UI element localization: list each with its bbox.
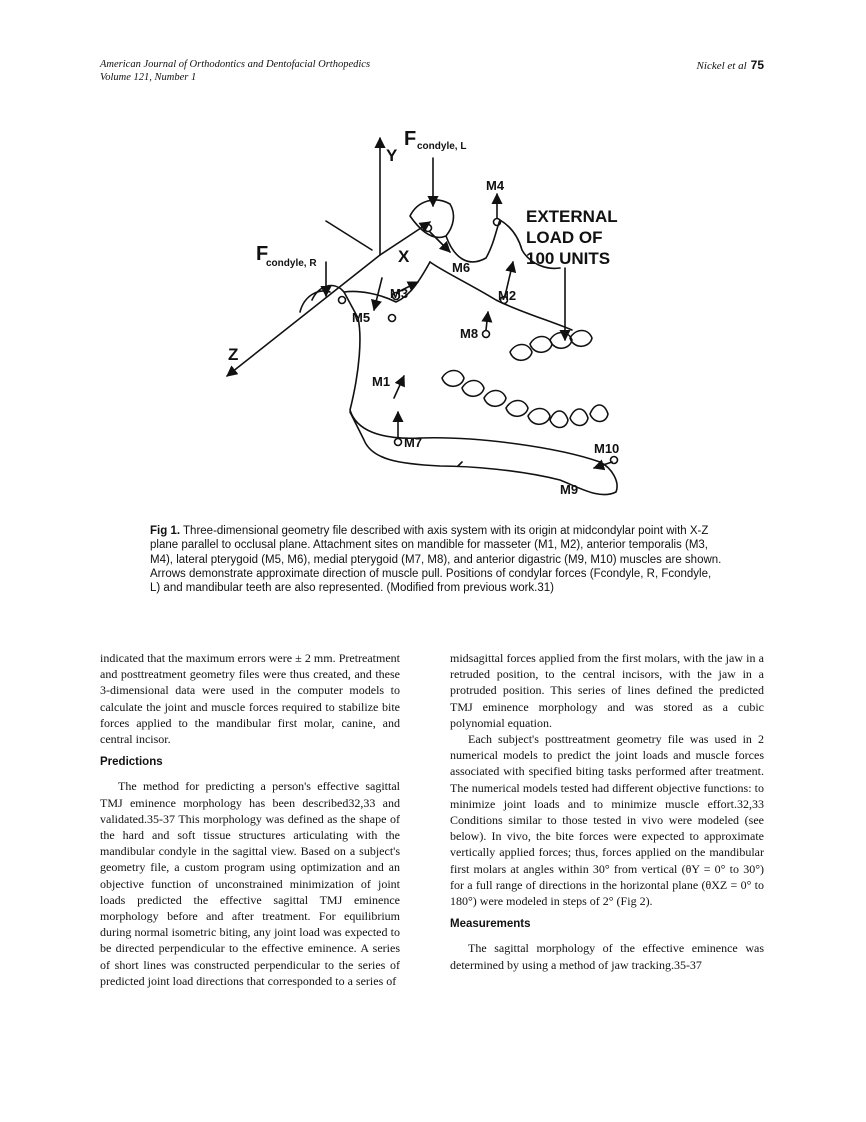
figure-caption: Fig 1. Three-dimensional geometry file d…	[150, 524, 722, 595]
paragraph: midsagittal forces applied from the firs…	[450, 651, 764, 730]
mandible-diagram: Y X Z F condyle, L F condyle, R EXTERNAL…	[226, 128, 619, 497]
left-column: indicated that the maximum errors were ±…	[100, 650, 400, 989]
label-m1: M1	[372, 374, 390, 389]
paragraph: The sagittal morphology of the effective…	[450, 941, 764, 972]
page-number: 75	[750, 58, 764, 72]
mandible-outline	[311, 284, 618, 496]
mandible-figure: Y X Z F condyle, L F condyle, R EXTERNAL…	[210, 118, 680, 510]
right-column: midsagittal forces applied from the firs…	[450, 650, 764, 973]
paragraph: The method for predicting a person's eff…	[100, 779, 400, 988]
z-axis-label: Z	[228, 345, 238, 364]
running-header: American Journal of Orthodontics and Den…	[100, 58, 370, 84]
authors: Nickel et al	[696, 60, 747, 72]
z-axis	[226, 254, 381, 377]
label-m3: M3	[390, 286, 408, 301]
label-m9: M9	[560, 482, 578, 497]
external-load-line-1: EXTERNAL	[526, 207, 618, 226]
condyle-right-subscript: condyle, R	[266, 258, 317, 269]
paragraph: indicated that the maximum errors were ±…	[100, 651, 400, 747]
label-m7: M7	[404, 435, 422, 450]
section-heading-measurements: Measurements	[450, 918, 531, 931]
volume-number: Volume 121, Number 1	[100, 72, 197, 83]
label-m8: M8	[460, 326, 478, 341]
section-heading-predictions: Predictions	[100, 756, 163, 769]
label-m10: M10	[594, 441, 619, 456]
caption-text: Three-dimensional geometry file describe…	[150, 525, 722, 595]
label-m4: M4	[486, 178, 505, 193]
label-m6: M6	[452, 260, 470, 275]
external-load-line-2: LOAD OF	[526, 228, 603, 247]
y-axis-label: Y	[386, 146, 398, 165]
force-symbol-right: F	[256, 243, 268, 265]
external-load-line-3: 100 UNITS	[526, 249, 610, 268]
label-m2: M2	[498, 288, 516, 303]
figure-number: Fig 1.	[150, 525, 181, 537]
mandibular-teeth	[441, 329, 609, 429]
label-m5: M5	[352, 310, 370, 325]
force-symbol-left: F	[404, 128, 416, 150]
condyle-left-subscript: condyle, L	[417, 141, 466, 152]
x-axis	[379, 221, 431, 256]
journal-name: American Journal of Orthodontics and Den…	[100, 59, 371, 70]
x-axis-label: X	[398, 247, 410, 266]
paragraph: Each subject's posttreatment geometry fi…	[450, 732, 764, 909]
